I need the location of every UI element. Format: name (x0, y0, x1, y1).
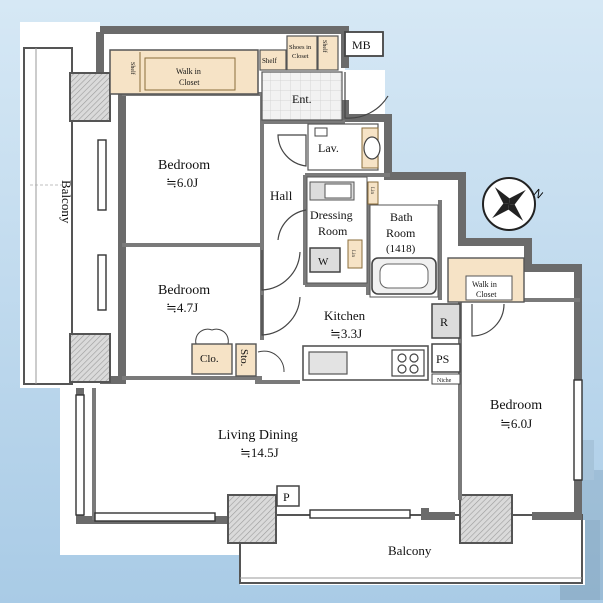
shelf-entrance (259, 49, 287, 71)
mb-box (344, 31, 384, 57)
bath-label-2: Room (386, 226, 416, 240)
ps-label: PS (436, 352, 449, 366)
ps-box (431, 343, 461, 373)
storage-door[interactable] (257, 350, 285, 373)
windows (75, 139, 583, 522)
niche-box (431, 373, 461, 385)
p-label: P (283, 490, 290, 504)
closet-doors[interactable] (195, 328, 229, 345)
hall-door[interactable] (277, 209, 307, 241)
kitchen-name: Kitchen (324, 308, 366, 323)
washer-label: W (318, 256, 329, 268)
bath-label-1: Bath (390, 210, 413, 224)
fridge-box (431, 303, 461, 339)
bedroom1-name: Bedroom (158, 158, 210, 173)
walkin-closet-2-label-1: Walk in (472, 280, 497, 289)
walkin-closet-2-label-2: Closet (476, 290, 497, 299)
bedroom1-door[interactable] (261, 250, 301, 291)
living-name: Living Dining (218, 428, 298, 443)
balcony-west-label: Balcony (59, 180, 74, 224)
plan-footprint (20, 22, 585, 585)
entrance-label: Ent. (292, 92, 312, 106)
walkin-closet-1-label-2: Closet (179, 78, 200, 87)
washer (309, 247, 341, 273)
stove-icon (391, 349, 425, 377)
kitchen-size: ≒3.3J (330, 326, 362, 341)
hall-label: Hall (270, 188, 293, 203)
living-size: ≒14.5J (240, 445, 279, 460)
walkin-closet-1-label-1: Walk in (176, 67, 201, 76)
closet-label: Clo. (200, 353, 219, 365)
bedroom1-size: ≒6.0J (166, 175, 198, 190)
bedroom3-size: ≒6.0J (500, 416, 532, 431)
toilet-icon (363, 136, 381, 160)
shoes-closet (286, 35, 318, 71)
storage (235, 343, 257, 377)
shelf-right (317, 35, 339, 71)
bedroom3-name: Bedroom (490, 398, 542, 413)
bath-label-3: (1418) (386, 243, 416, 255)
entrance-floor (261, 71, 343, 121)
bedroom2-name: Bedroom (158, 283, 210, 298)
walkin-closet-2-door[interactable] (471, 303, 505, 337)
closet (191, 343, 233, 375)
bedroom2-door[interactable] (261, 295, 301, 336)
balcony-west (23, 47, 73, 385)
columns (69, 72, 513, 544)
balcony-south (239, 514, 583, 584)
lavatory-label: Lav. (318, 141, 339, 155)
mb-label: MB (352, 38, 371, 52)
bedroom2-size: ≒4.7J (166, 300, 198, 315)
storage-label: Sto. (238, 349, 250, 367)
niche-label: Niche (437, 378, 452, 384)
shoes-closet-label-2: Closet (292, 53, 309, 60)
shelf-left-label: Shelf (129, 62, 136, 75)
lavatory-door[interactable] (277, 134, 307, 167)
sink-icon (308, 351, 348, 375)
linen2-label: Lin (350, 250, 355, 257)
shelf-right-label: Shelf (321, 40, 328, 53)
p-box (276, 485, 300, 507)
linen-label: Lin (369, 187, 374, 194)
entrance-door[interactable] (344, 72, 389, 119)
fridge-label: R (440, 315, 448, 329)
shelf-entrance-label: Shelf (262, 57, 277, 65)
dressing-label-1: Dressing (310, 208, 353, 222)
balcony-south-label: Balcony (388, 543, 432, 558)
dressing-label-2: Room (318, 224, 348, 238)
shoes-closet-label-1: Shoes in (289, 44, 312, 51)
